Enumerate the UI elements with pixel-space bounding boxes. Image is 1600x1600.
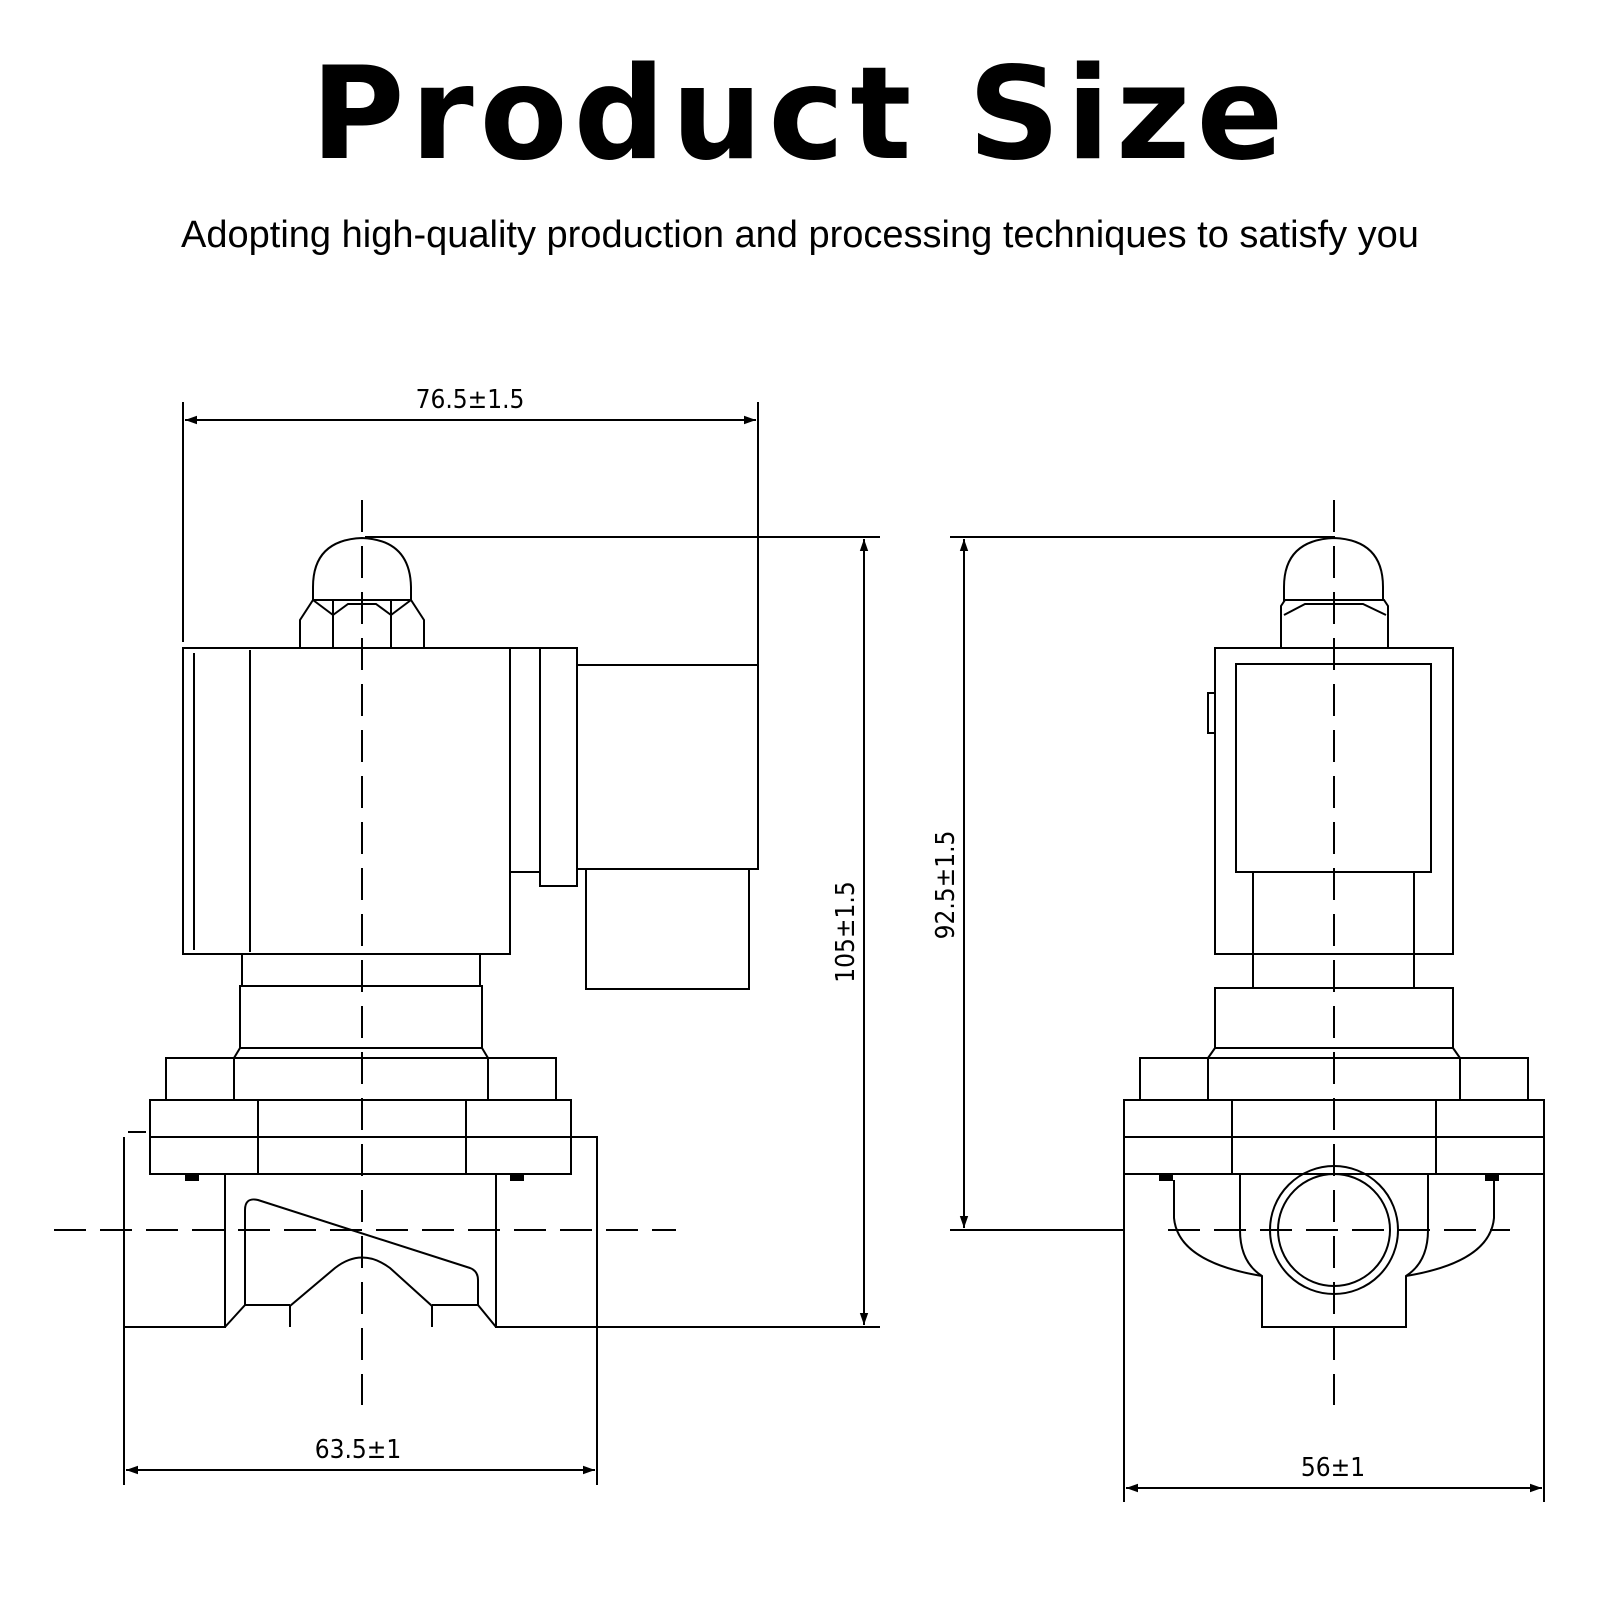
side-width-bottom-label: 56±1 <box>1301 1453 1365 1483</box>
front-width-top-label: 76.5±1.5 <box>416 385 525 415</box>
front-internal-seat <box>224 1198 497 1328</box>
page-title: Product Size <box>310 40 1290 189</box>
front-centerlines <box>54 500 676 1405</box>
front-height-label: 105±1.5 <box>831 881 861 982</box>
front-coil <box>182 647 578 955</box>
front-width-bottom-dimension <box>123 1327 598 1485</box>
page-subtitle: Adopting high-quality production and pro… <box>181 214 1419 256</box>
side-height-label: 92.5±1.5 <box>931 831 961 940</box>
front-connector <box>576 664 759 990</box>
side-view <box>950 500 1545 1502</box>
side-centerlines <box>1168 500 1510 1405</box>
front-view <box>54 402 880 1485</box>
side-coil <box>1207 647 1454 989</box>
front-height-dimension <box>365 536 880 1328</box>
side-height-dimension <box>950 536 1335 1231</box>
front-width-top-dimension <box>182 402 759 668</box>
front-width-bottom-label: 63.5±1 <box>315 1435 402 1465</box>
front-body <box>123 1131 598 1328</box>
front-flange <box>149 1099 572 1175</box>
